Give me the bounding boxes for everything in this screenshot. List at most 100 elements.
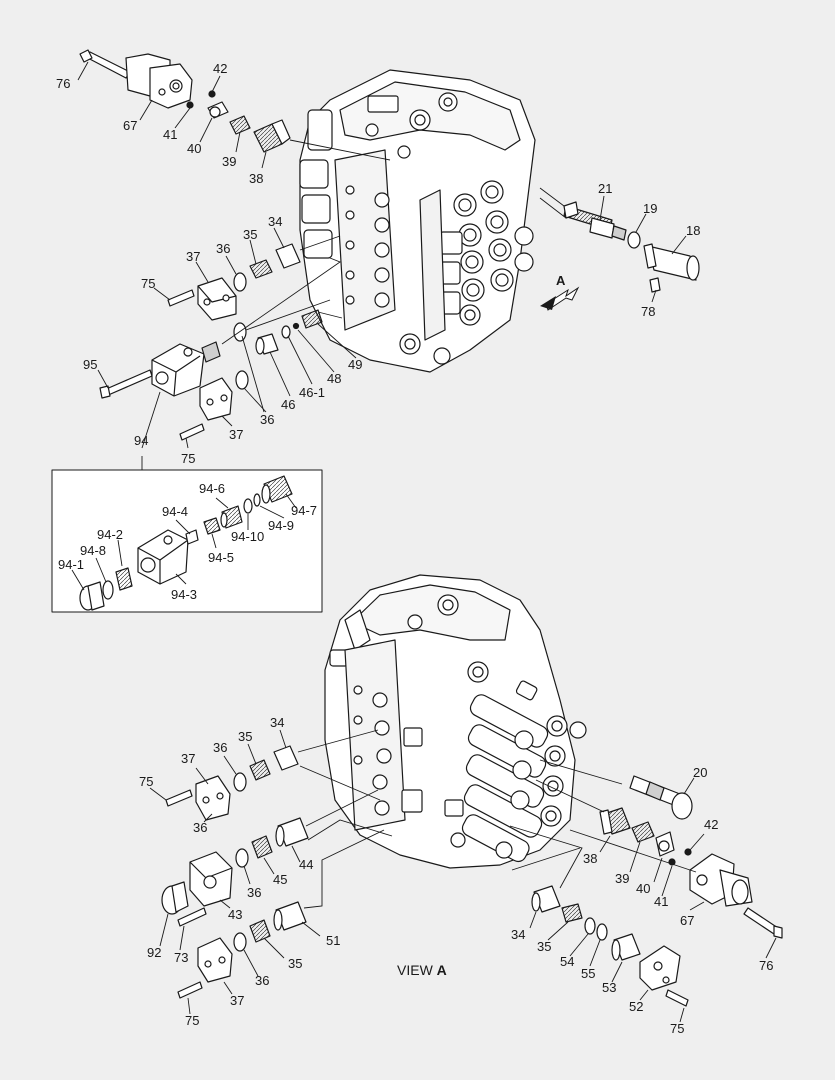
part-18-cap [643,243,700,281]
label-38: 38 [249,171,264,186]
part-37-cover-a [197,277,237,321]
label-35: 35 [243,227,258,242]
label-36: 36 [216,241,231,256]
label-37-c: 37 [181,751,196,766]
label-36-e: 36 [247,885,262,900]
label-94-10: 94-10 [231,529,265,544]
label-36-f: 36 [255,973,270,988]
part-75-bolt-c [165,789,193,807]
label-76: 76 [56,76,71,91]
part-35-spring-a [249,259,273,279]
label-44: 44 [299,857,314,872]
part-36-oring-f [233,932,247,952]
label-92: 92 [147,945,162,960]
view-a-caption: VIEW A [397,962,447,978]
label-40: 40 [187,141,202,156]
label-42-b: 42 [704,817,719,832]
part-19-oring [627,231,641,249]
part-94-5-spring [203,517,221,535]
part-34-poppet-a [275,243,301,269]
part-46-plug [255,333,279,355]
label-36-d: 36 [193,820,208,835]
part-94-1-cap [79,581,105,611]
part-35-spring-b [249,759,271,781]
part-36-oring-a [233,272,247,292]
label-20: 20 [693,765,708,780]
part-37-cover-b [199,377,233,421]
part-51-sleeve [273,901,307,931]
lower-valve-body [324,574,587,869]
part-76-bolt-lower [743,907,783,939]
part-54-ring [584,917,596,935]
label-94-8: 94-8 [80,543,107,558]
label-39: 39 [222,154,237,169]
label-18: 18 [686,223,701,238]
part-55-ring [596,923,608,941]
part-36-oring-e [235,848,249,868]
label-95: 95 [83,357,98,372]
label-35-b: 35 [238,729,253,744]
view-a-arrow-letter: A [556,273,566,288]
part-45-spring [251,835,273,859]
label-94-9: 94-9 [268,518,295,533]
label-75-b: 75 [181,451,196,466]
view-caption-text: VIEW [397,962,433,978]
part-49-adapter [301,309,323,329]
label-39-b: 39 [615,871,630,886]
label-73: 73 [174,950,189,965]
label-75-c: 75 [139,774,154,789]
part-94-9-ring [253,493,261,507]
part-52-cover [639,945,681,991]
label-94: 94 [134,433,149,448]
part-42-dot-lower [684,848,692,856]
part-95-bolt [99,369,153,399]
part-37-cover-d [197,937,233,983]
label-55: 55 [581,966,596,981]
label-19: 19 [643,201,658,216]
label-37-d: 37 [230,993,245,1008]
part-43-block [189,851,233,907]
label-34-b: 34 [270,715,285,730]
part-40-plug-lower [655,831,675,857]
part-35-spring-c [249,919,271,943]
part-92-plug [161,881,189,915]
label-94-1: 94-1 [58,557,85,572]
part-94-8-ring [102,580,114,600]
part-75-bolt-a [167,289,195,307]
part-75-bolt-e [665,989,689,1007]
label-76-b: 76 [759,958,774,973]
view-a-arrow [540,286,580,311]
label-94-3: 94-3 [171,587,198,602]
label-34-c: 34 [511,927,526,942]
label-54: 54 [560,954,575,969]
part-94-3-body [137,529,189,585]
label-40-b: 40 [636,881,651,896]
upper-valve-body [299,69,536,373]
label-21: 21 [598,181,613,196]
part-46-1-ring [281,325,291,339]
label-35-c: 35 [288,956,303,971]
part-76-bolt-upper [79,49,131,79]
label-67-b: 67 [680,913,695,928]
label-94-6: 94-6 [199,481,226,496]
label-45: 45 [273,872,288,887]
view-caption-letter: A [436,962,447,978]
label-41-b: 41 [654,894,669,909]
label-46: 46 [281,397,296,412]
label-35-d: 35 [537,939,552,954]
part-39-spring-upper [229,115,251,135]
label-37: 37 [186,249,201,264]
part-39-spring-lower [631,821,655,843]
label-53: 53 [602,980,617,995]
label-36-c: 36 [213,740,228,755]
label-52: 52 [629,999,644,1014]
part-75-bolt-d [177,981,203,999]
part-40-plug-upper [207,101,229,119]
label-94-5: 94-5 [208,550,235,565]
part-38-poppet-upper [253,119,291,153]
label-75-e: 75 [670,1021,685,1036]
part-44-sleeve [275,817,309,847]
part-67-relief-housing-upper [125,53,193,109]
